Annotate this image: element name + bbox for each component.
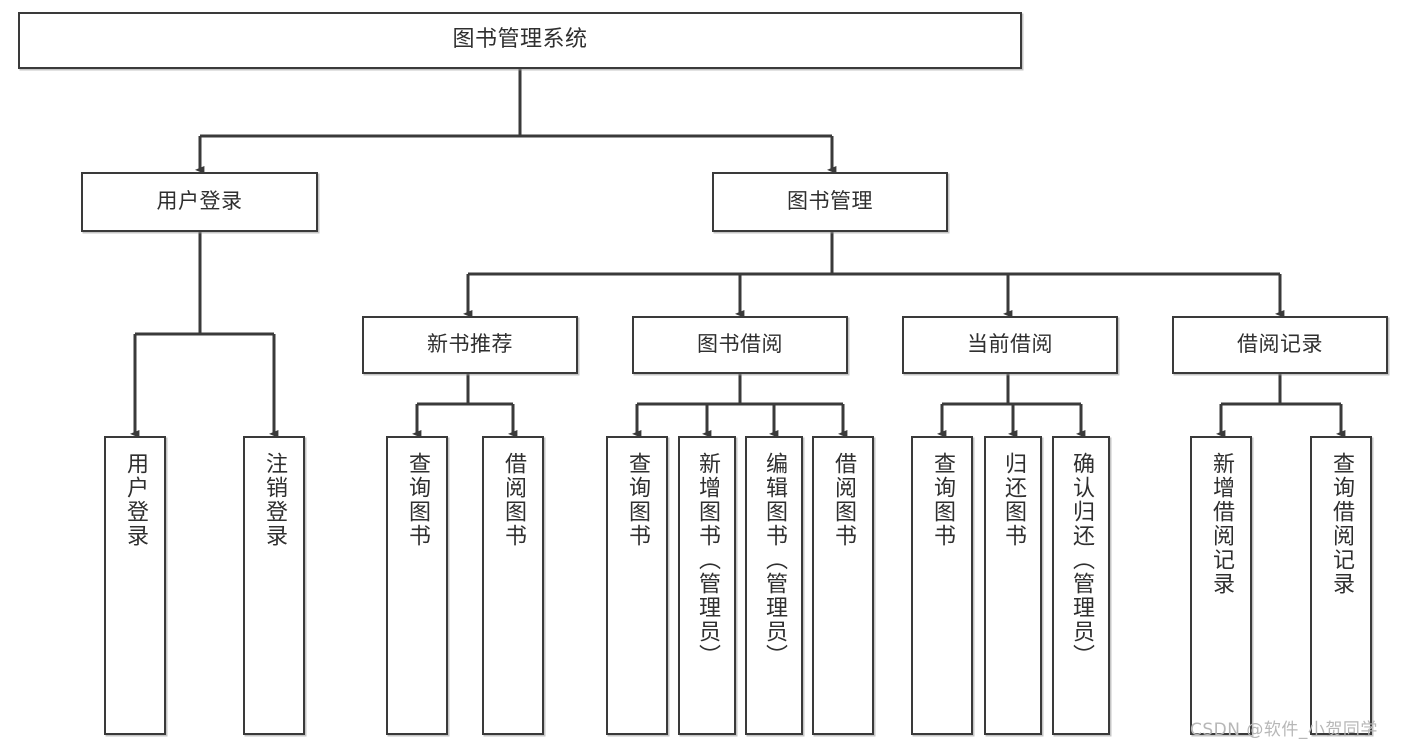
node-leaf-borrow-add[interactable]: 新增图书（管理员）	[678, 436, 736, 735]
node-root[interactable]: 图书管理系统	[18, 12, 1022, 69]
node-borrow-record-label: 借阅记录	[1237, 332, 1323, 357]
node-new-book-rec-label: 新书推荐	[427, 332, 513, 357]
node-leaf-borrow-query-label: 查询图书	[624, 452, 650, 548]
node-leaf-rec-borrow-label: 借阅图书	[500, 452, 526, 548]
node-leaf-rec-search-label: 查询借阅记录	[1328, 452, 1354, 596]
node-user-login-label: 用户登录	[156, 189, 243, 214]
node-leaf-cur-confirm-label: 确认归还（管理员）	[1068, 452, 1094, 668]
node-book-borrow[interactable]: 图书借阅	[632, 316, 848, 374]
node-new-book-rec[interactable]: 新书推荐	[362, 316, 578, 374]
node-leaf-cur-return[interactable]: 归还图书	[984, 436, 1042, 735]
node-book-manage[interactable]: 图书管理	[712, 172, 948, 232]
node-leaf-rec-add[interactable]: 新增借阅记录	[1190, 436, 1252, 735]
node-book-manage-label: 图书管理	[787, 189, 873, 214]
node-user-login[interactable]: 用户登录	[81, 172, 318, 232]
node-leaf-logout-label: 注销登录	[261, 452, 287, 548]
node-leaf-cur-confirm[interactable]: 确认归还（管理员）	[1052, 436, 1110, 735]
node-leaf-user-login[interactable]: 用户登录	[104, 436, 166, 735]
node-leaf-user-login-label: 用户登录	[122, 452, 148, 548]
node-leaf-cur-query-label: 查询图书	[929, 452, 955, 548]
csdn-watermark: CSDN @软件_小贺同学	[1190, 720, 1378, 740]
node-leaf-cur-return-label: 归还图书	[1000, 452, 1026, 548]
node-borrow-record[interactable]: 借阅记录	[1172, 316, 1388, 374]
node-current-borrow[interactable]: 当前借阅	[902, 316, 1118, 374]
node-current-borrow-label: 当前借阅	[967, 332, 1053, 357]
node-leaf-borrow-add-label: 新增图书（管理员）	[694, 452, 720, 668]
node-book-borrow-label: 图书借阅	[697, 332, 783, 357]
node-leaf-borrow-do[interactable]: 借阅图书	[812, 436, 874, 735]
node-leaf-rec-query-label: 查询图书	[404, 452, 430, 548]
node-leaf-borrow-edit-label: 编辑图书（管理员）	[761, 452, 787, 668]
node-root-label: 图书管理系统	[452, 27, 588, 53]
node-leaf-rec-add-label: 新增借阅记录	[1208, 452, 1234, 596]
node-leaf-borrow-edit[interactable]: 编辑图书（管理员）	[745, 436, 803, 735]
node-leaf-rec-search[interactable]: 查询借阅记录	[1310, 436, 1372, 735]
node-leaf-borrow-do-label: 借阅图书	[830, 452, 856, 548]
node-leaf-cur-query[interactable]: 查询图书	[911, 436, 973, 735]
node-leaf-rec-borrow[interactable]: 借阅图书	[482, 436, 544, 735]
node-leaf-logout[interactable]: 注销登录	[243, 436, 305, 735]
node-leaf-rec-query[interactable]: 查询图书	[386, 436, 448, 735]
node-leaf-borrow-query[interactable]: 查询图书	[606, 436, 668, 735]
